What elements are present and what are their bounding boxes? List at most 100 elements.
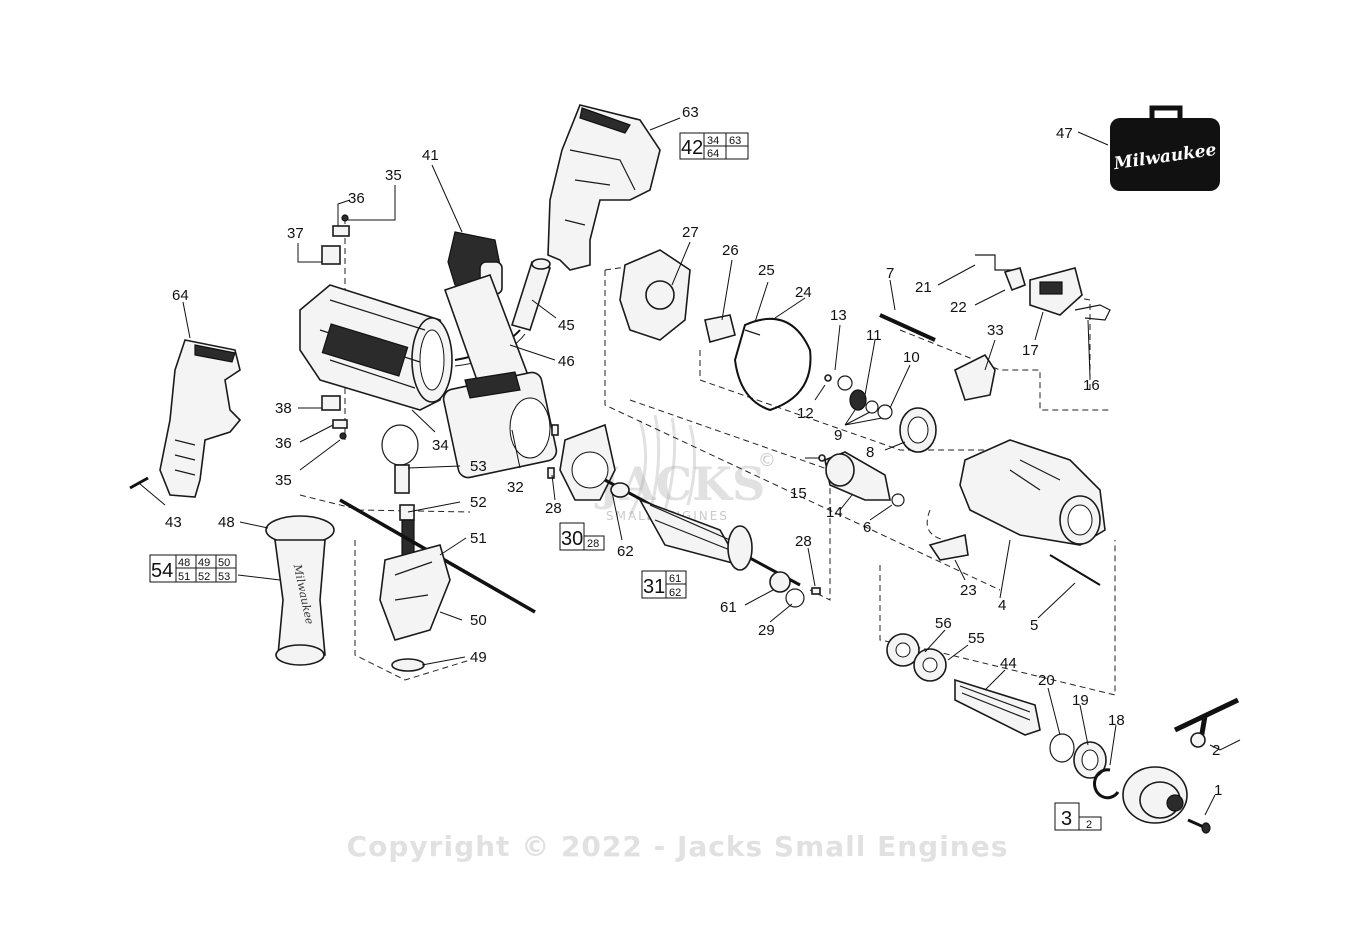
kit-54-main: 54 [151, 560, 173, 582]
kit-box-31: 31 61 62 [641, 570, 687, 599]
callout-29: 29 [758, 622, 775, 639]
callout-14: 14 [826, 504, 843, 521]
kit-31-part: 61 [669, 573, 681, 585]
kit-box-54: 54 48 49 50 51 52 53 [149, 554, 237, 583]
watermark-registered-mark: © [758, 450, 778, 471]
spindle-assembly [886, 633, 1120, 800]
chuck-assembly [1122, 697, 1240, 834]
motor-housing [299, 284, 453, 411]
callout-1: 1 [1214, 782, 1222, 799]
callout-25: 25 [758, 262, 775, 279]
callout-34: 34 [432, 437, 449, 454]
kit-30-part: 28 [587, 538, 599, 550]
kit-box-3: 3 2 [1054, 802, 1102, 831]
callout-24: 24 [795, 284, 812, 301]
callout-61: 61 [720, 599, 737, 616]
carrying-case: Milwaukee [1110, 105, 1220, 191]
callout-28-right: 28 [795, 533, 812, 550]
callout-45: 45 [558, 317, 575, 334]
watermark-logo: JACKS SMALL ENGINES © [594, 414, 778, 523]
screw-43 [129, 476, 149, 490]
kit-42-part: 63 [729, 135, 741, 147]
kit-box-42: 42 34 63 64 [679, 132, 749, 160]
kit-54-part: 49 [198, 557, 210, 569]
callout-36-top: 36 [348, 190, 365, 207]
kit-54-part: 50 [218, 557, 230, 569]
callout-37: 37 [287, 225, 304, 242]
callout-8: 8 [866, 444, 874, 461]
callout-19: 19 [1072, 692, 1089, 709]
callout-4: 4 [998, 597, 1006, 614]
callout-35-bottom: 35 [275, 472, 292, 489]
callout-6: 6 [863, 519, 871, 536]
gear-housing [928, 439, 1106, 586]
callout-13: 13 [830, 307, 847, 324]
callout-46: 46 [558, 353, 575, 370]
handle-half-left [159, 339, 242, 498]
callout-21: 21 [915, 279, 932, 296]
callout-53: 53 [470, 458, 487, 475]
kit-3-main: 3 [1061, 808, 1072, 830]
callout-49: 49 [470, 649, 487, 666]
callout-16: 16 [1083, 377, 1100, 394]
callout-64: 64 [172, 287, 189, 304]
stator [442, 273, 558, 479]
callout-48: 48 [218, 514, 235, 531]
callout-44: 44 [1000, 655, 1017, 672]
callout-47: 47 [1056, 125, 1073, 142]
callout-22: 22 [950, 299, 967, 316]
callout-18: 18 [1108, 712, 1125, 729]
kit-42-part: 64 [707, 148, 719, 160]
callout-51: 51 [470, 530, 487, 547]
callout-5: 5 [1030, 617, 1038, 634]
callout-28-left: 28 [545, 500, 562, 517]
kit-54-part: 52 [198, 571, 210, 583]
callout-12: 12 [797, 405, 814, 422]
kit-box-30: 30 28 [559, 522, 605, 551]
kit-31-part: 62 [669, 587, 681, 599]
callout-36-bottom: 36 [275, 435, 292, 452]
shaft-assembly [818, 313, 937, 507]
brush-holders [321, 214, 350, 440]
kit-30-main: 30 [561, 528, 583, 550]
callout-35-top: 35 [385, 167, 402, 184]
callout-7: 7 [886, 265, 894, 282]
callout-27: 27 [682, 224, 699, 241]
kit-54-part: 51 [178, 571, 190, 583]
side-handle-clamp [339, 424, 536, 672]
callout-26: 26 [722, 242, 739, 259]
callout-33: 33 [987, 322, 1004, 339]
callout-32: 32 [507, 479, 524, 496]
callout-9: 9 [834, 427, 842, 444]
callout-63: 63 [682, 104, 699, 121]
armature [604, 478, 821, 608]
callout-43: 43 [165, 514, 182, 531]
kit-3-part: 2 [1086, 819, 1092, 831]
callout-labels: 1 2 4 5 6 7 8 9 10 11 12 13 14 15 16 17 … [165, 104, 1222, 799]
callout-38: 38 [275, 400, 292, 417]
callout-41: 41 [422, 147, 439, 164]
kit-42-part: 34 [707, 135, 719, 147]
kit-31-main: 31 [643, 576, 665, 598]
callout-56: 56 [935, 615, 952, 632]
callout-20: 20 [1038, 672, 1055, 689]
kit-54-part: 53 [218, 571, 230, 583]
callout-2: 2 [1212, 742, 1220, 759]
mode-selector-parts [954, 254, 1111, 401]
callout-23: 23 [960, 582, 977, 599]
callout-50: 50 [470, 612, 487, 629]
kit-54-part: 48 [178, 557, 190, 569]
callout-55: 55 [968, 630, 985, 647]
callout-17: 17 [1022, 342, 1039, 359]
copyright-watermark: Copyright © 2022 - Jacks Small Engines [346, 830, 1009, 863]
kit-42-main: 42 [681, 137, 703, 159]
callout-11: 11 [866, 327, 882, 344]
side-handle: Milwaukee [265, 515, 335, 666]
callout-15: 15 [790, 485, 807, 502]
leader-lines [139, 117, 1241, 816]
callout-62: 62 [617, 543, 634, 560]
baffle [547, 423, 616, 501]
callout-52: 52 [470, 494, 487, 511]
callout-10: 10 [903, 349, 920, 366]
